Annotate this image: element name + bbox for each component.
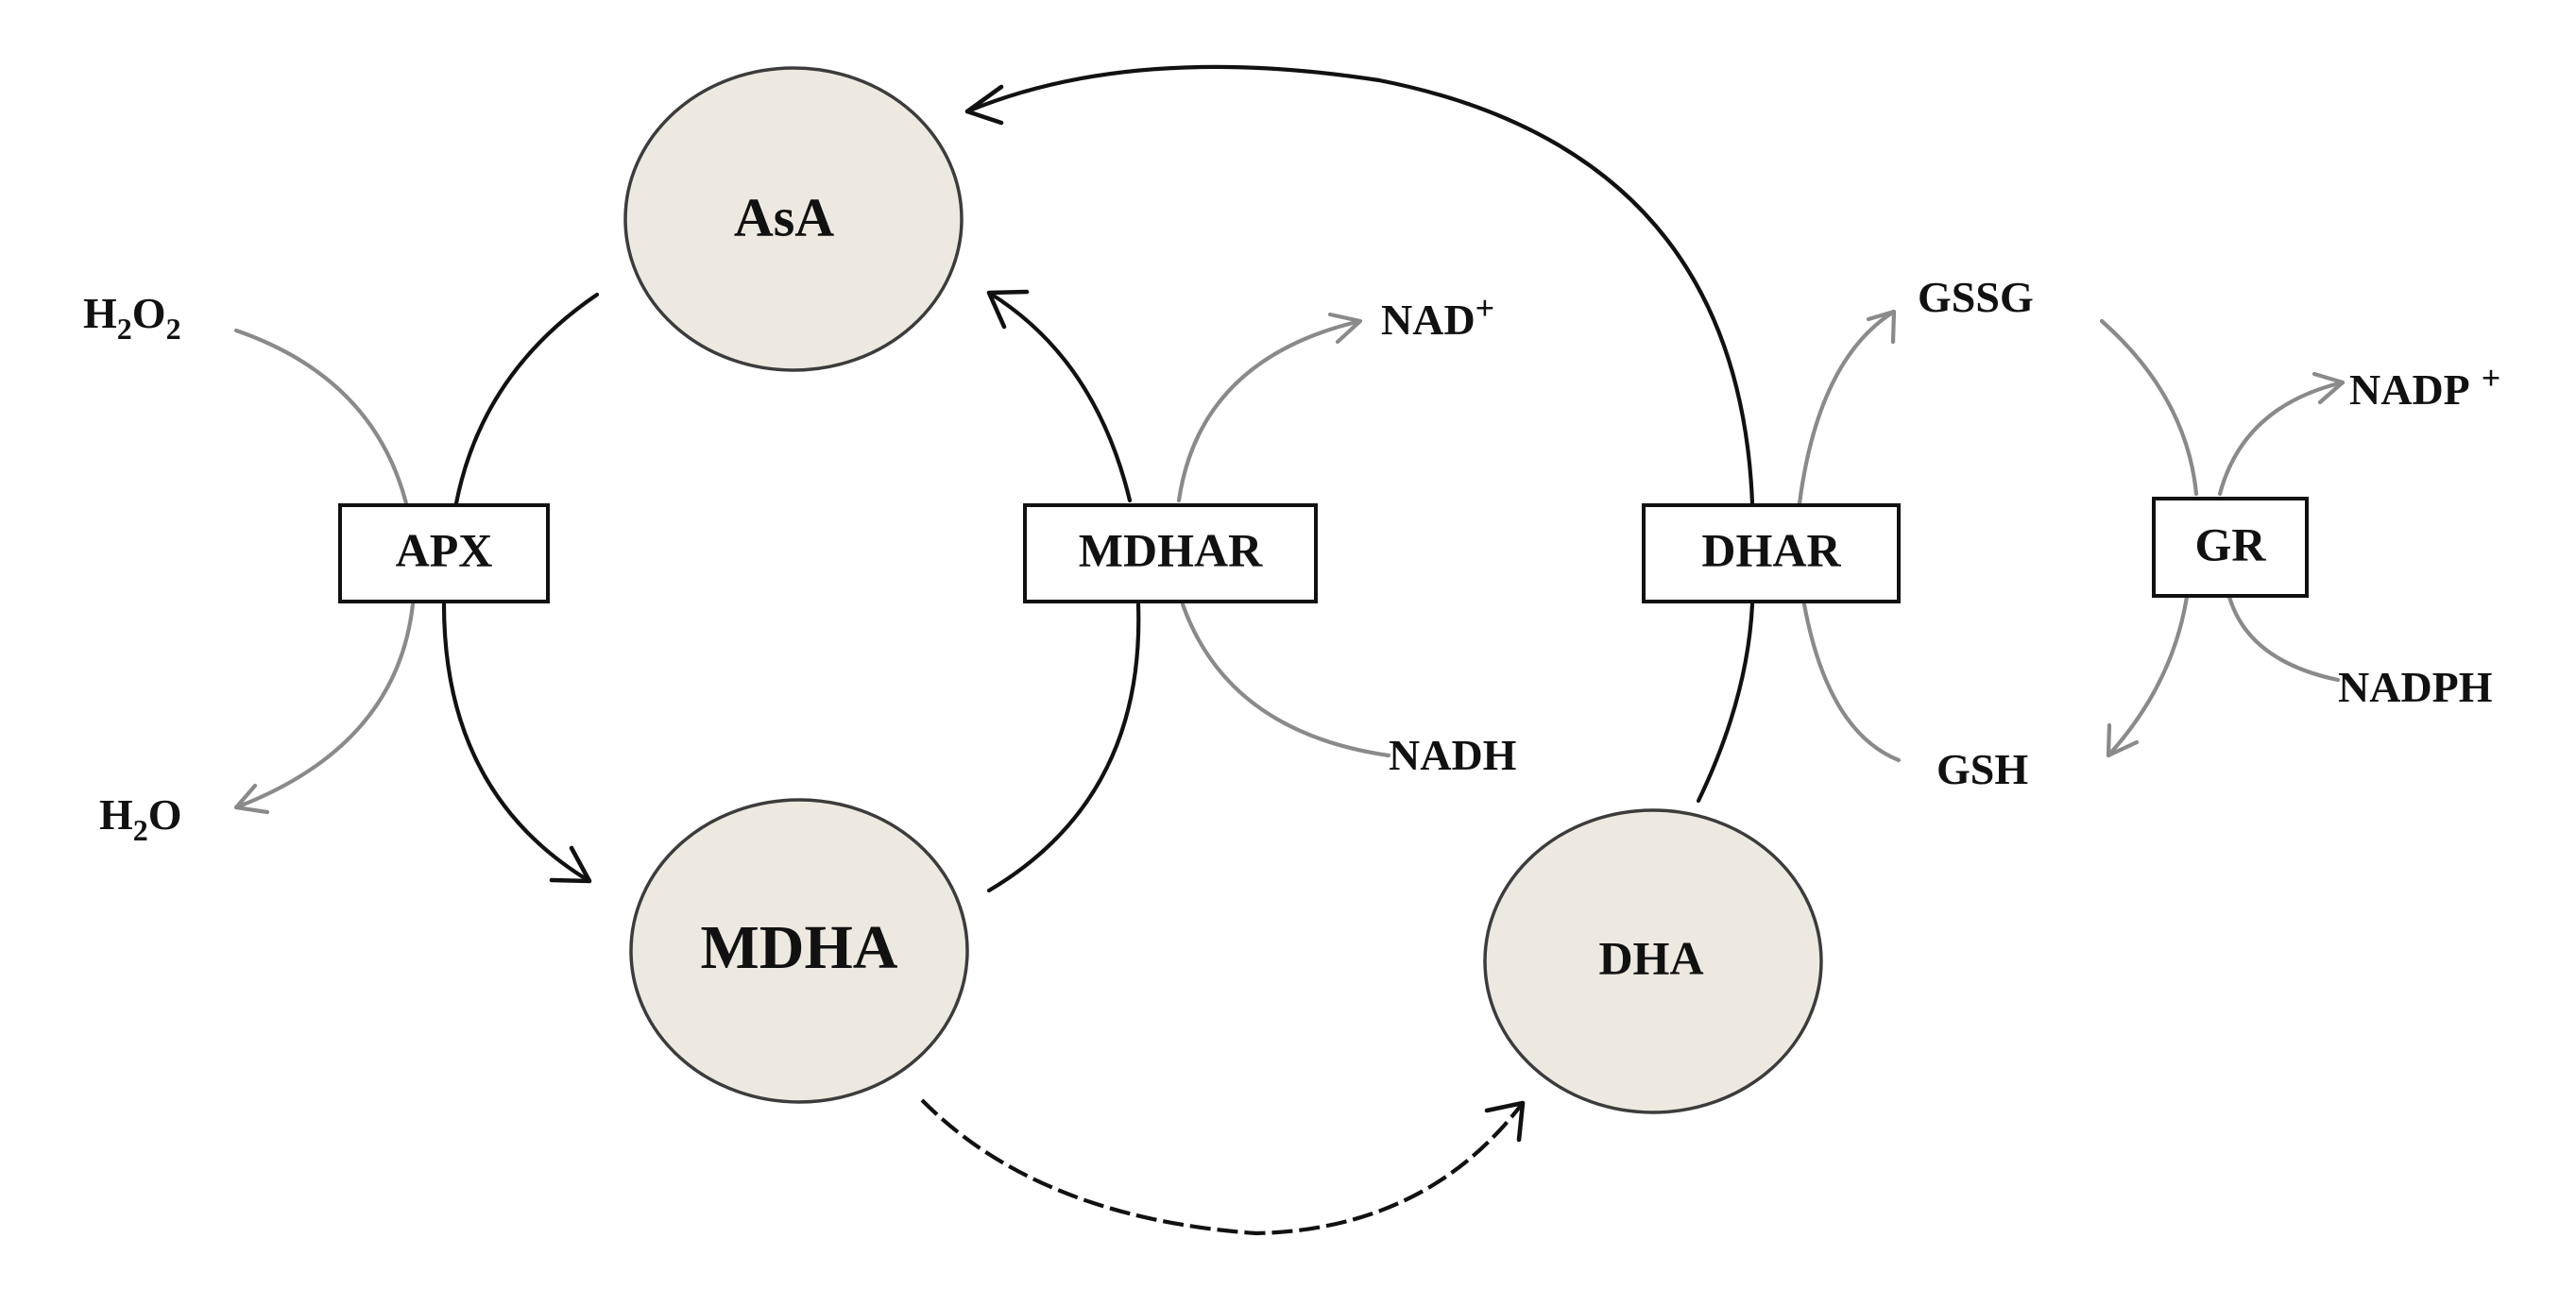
arc-nadph-to-gr [2226,594,2341,683]
arrowhead-asa-in-from-dhar [964,84,1004,126]
label-nadh: NADH [1389,731,1517,779]
label-gsh: GSH [1936,745,2028,793]
arc-dhar-to-gssg [1797,309,1897,506]
arc-gr-to-nadpplus [2217,380,2346,497]
enzyme-gr: GR [2152,497,2309,598]
arrowhead-dha-in [1484,1100,1526,1143]
label-nadph: NADPH [2338,663,2493,711]
node-mdha-label: MDHA [701,913,898,982]
enzyme-apx: APX [338,503,550,603]
node-dha-label: DHA [1598,931,1703,984]
enzyme-mdhar-label: MDHAR [1079,523,1263,576]
arc-apx-to-mdha [441,602,592,884]
arrowhead-nadplus [1327,312,1363,345]
arrowhead-h2o [233,783,270,815]
arc-apx-to-h2o [233,602,416,810]
arc-mdha-to-mdhar [986,602,1141,893]
arc-dha-to-dhar [1696,602,1755,804]
arc-h2o2-to-apx [233,328,409,506]
arc-dhar-to-asa [964,64,1755,506]
arc-gssg-to-gr [2099,318,2199,497]
node-asa: AsA [623,66,964,372]
arc-nadh-to-mdhar [1180,602,1391,758]
arc-gsh-to-dhar [1801,602,1902,763]
enzyme-dhar: DHAR [1642,503,1901,603]
arrowhead-mdha-in [549,845,592,884]
arrowhead-gssg [1866,309,1897,345]
arc-gr-to-gsh [2106,594,2190,758]
label-nadplus: NAD+ [1381,289,1494,344]
label-gssg: GSSG [1918,273,2034,321]
node-mdha: MDHA [629,798,969,1104]
enzyme-mdhar: MDHAR [1023,503,1318,603]
arrowhead-asa-in-from-mdhar [986,289,1030,330]
arc-mdhar-to-nadplus [1176,318,1363,503]
arc-mdhar-to-asa [986,290,1133,503]
arrowhead-nadpplus [2312,371,2346,405]
label-h2o: H2O [99,790,182,847]
node-asa-label: AsA [734,186,834,247]
arc-asa-to-apx [453,292,600,506]
node-dha: DHA [1483,808,1823,1114]
label-nadpplus: NADP+ [2349,359,2500,414]
arrowhead-gsh [2106,722,2140,758]
arc-mdha-to-dha-dashed [920,1098,1525,1236]
label-h2o2: H2O2 [83,289,181,346]
enzyme-apx-label: APX [396,523,493,576]
enzyme-gr-label: GR [2195,517,2267,570]
enzyme-dhar-label: DHAR [1701,523,1841,576]
